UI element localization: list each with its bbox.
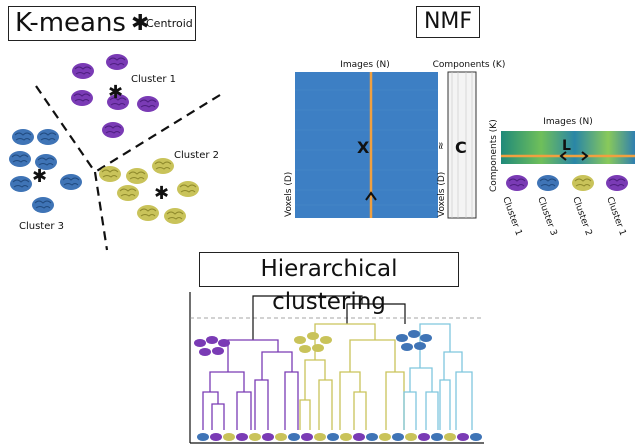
kmeans-title-box: K-means ✱ Centroid bbox=[8, 6, 196, 41]
kmeans-boundaries bbox=[35, 85, 221, 251]
cluster-2-centroid-icon: ✱ bbox=[154, 183, 169, 204]
cluster-2-brains bbox=[98, 157, 200, 225]
centroid-legend-label: Centroid bbox=[146, 17, 193, 30]
cluster-3-label: Cluster 3 bbox=[19, 221, 64, 232]
matrix-l-label: L bbox=[562, 138, 571, 154]
centroid-star-icon: ✱ bbox=[131, 11, 150, 36]
nmf-cluster-label-1: Cluster 1 bbox=[500, 196, 523, 238]
dendrogram-leaf-brains bbox=[197, 433, 482, 441]
dendrogram-purple bbox=[202, 339, 299, 430]
dendrogram-yellow-clump bbox=[294, 332, 332, 353]
nmf-cluster-label-3: Cluster 2 bbox=[570, 196, 593, 238]
dendrogram-cyan bbox=[403, 323, 473, 430]
nmf-cluster-label-2: Cluster 3 bbox=[535, 196, 558, 238]
nmf-brain-row bbox=[505, 174, 629, 192]
dendrogram-root bbox=[252, 295, 406, 340]
hierarchical-title: Hierarchical clustering bbox=[199, 252, 459, 315]
dendrogram-yellow bbox=[299, 323, 405, 430]
nmf-title: NMF bbox=[416, 6, 480, 38]
nmf-matrix-l bbox=[501, 131, 635, 164]
voxels-d-label-c: Voxels (D) bbox=[437, 172, 447, 217]
images-n-label: Images (N) bbox=[340, 60, 390, 70]
images-n-label-l: Images (N) bbox=[543, 117, 593, 127]
voxels-d-label-x: Voxels (D) bbox=[284, 172, 294, 217]
nmf-matrix-c bbox=[447, 71, 477, 219]
cluster-1-centroid-icon: ✱ bbox=[108, 82, 123, 103]
cluster-2-label: Cluster 2 bbox=[174, 150, 219, 161]
matrix-c-label: C bbox=[455, 138, 467, 157]
cluster-3-centroid-icon: ✱ bbox=[32, 166, 47, 187]
arrowhead-icon bbox=[365, 191, 377, 201]
dendrogram-axes bbox=[189, 292, 484, 444]
kmeans-title: K-means bbox=[15, 8, 126, 38]
dendrogram-blue-clump bbox=[396, 330, 432, 351]
components-k-side-label: Components (K) bbox=[489, 119, 499, 192]
cluster-1-label: Cluster 1 bbox=[131, 74, 176, 85]
nmf-cluster-label-4: Cluster 1 bbox=[604, 196, 627, 238]
nmf-matrix-x bbox=[295, 72, 438, 218]
dendrogram-purple-clump bbox=[194, 336, 230, 356]
matrix-x-label: X bbox=[357, 138, 370, 157]
components-k-label: Components (K) bbox=[433, 60, 506, 70]
approx-symbol: ≈ bbox=[436, 142, 447, 150]
